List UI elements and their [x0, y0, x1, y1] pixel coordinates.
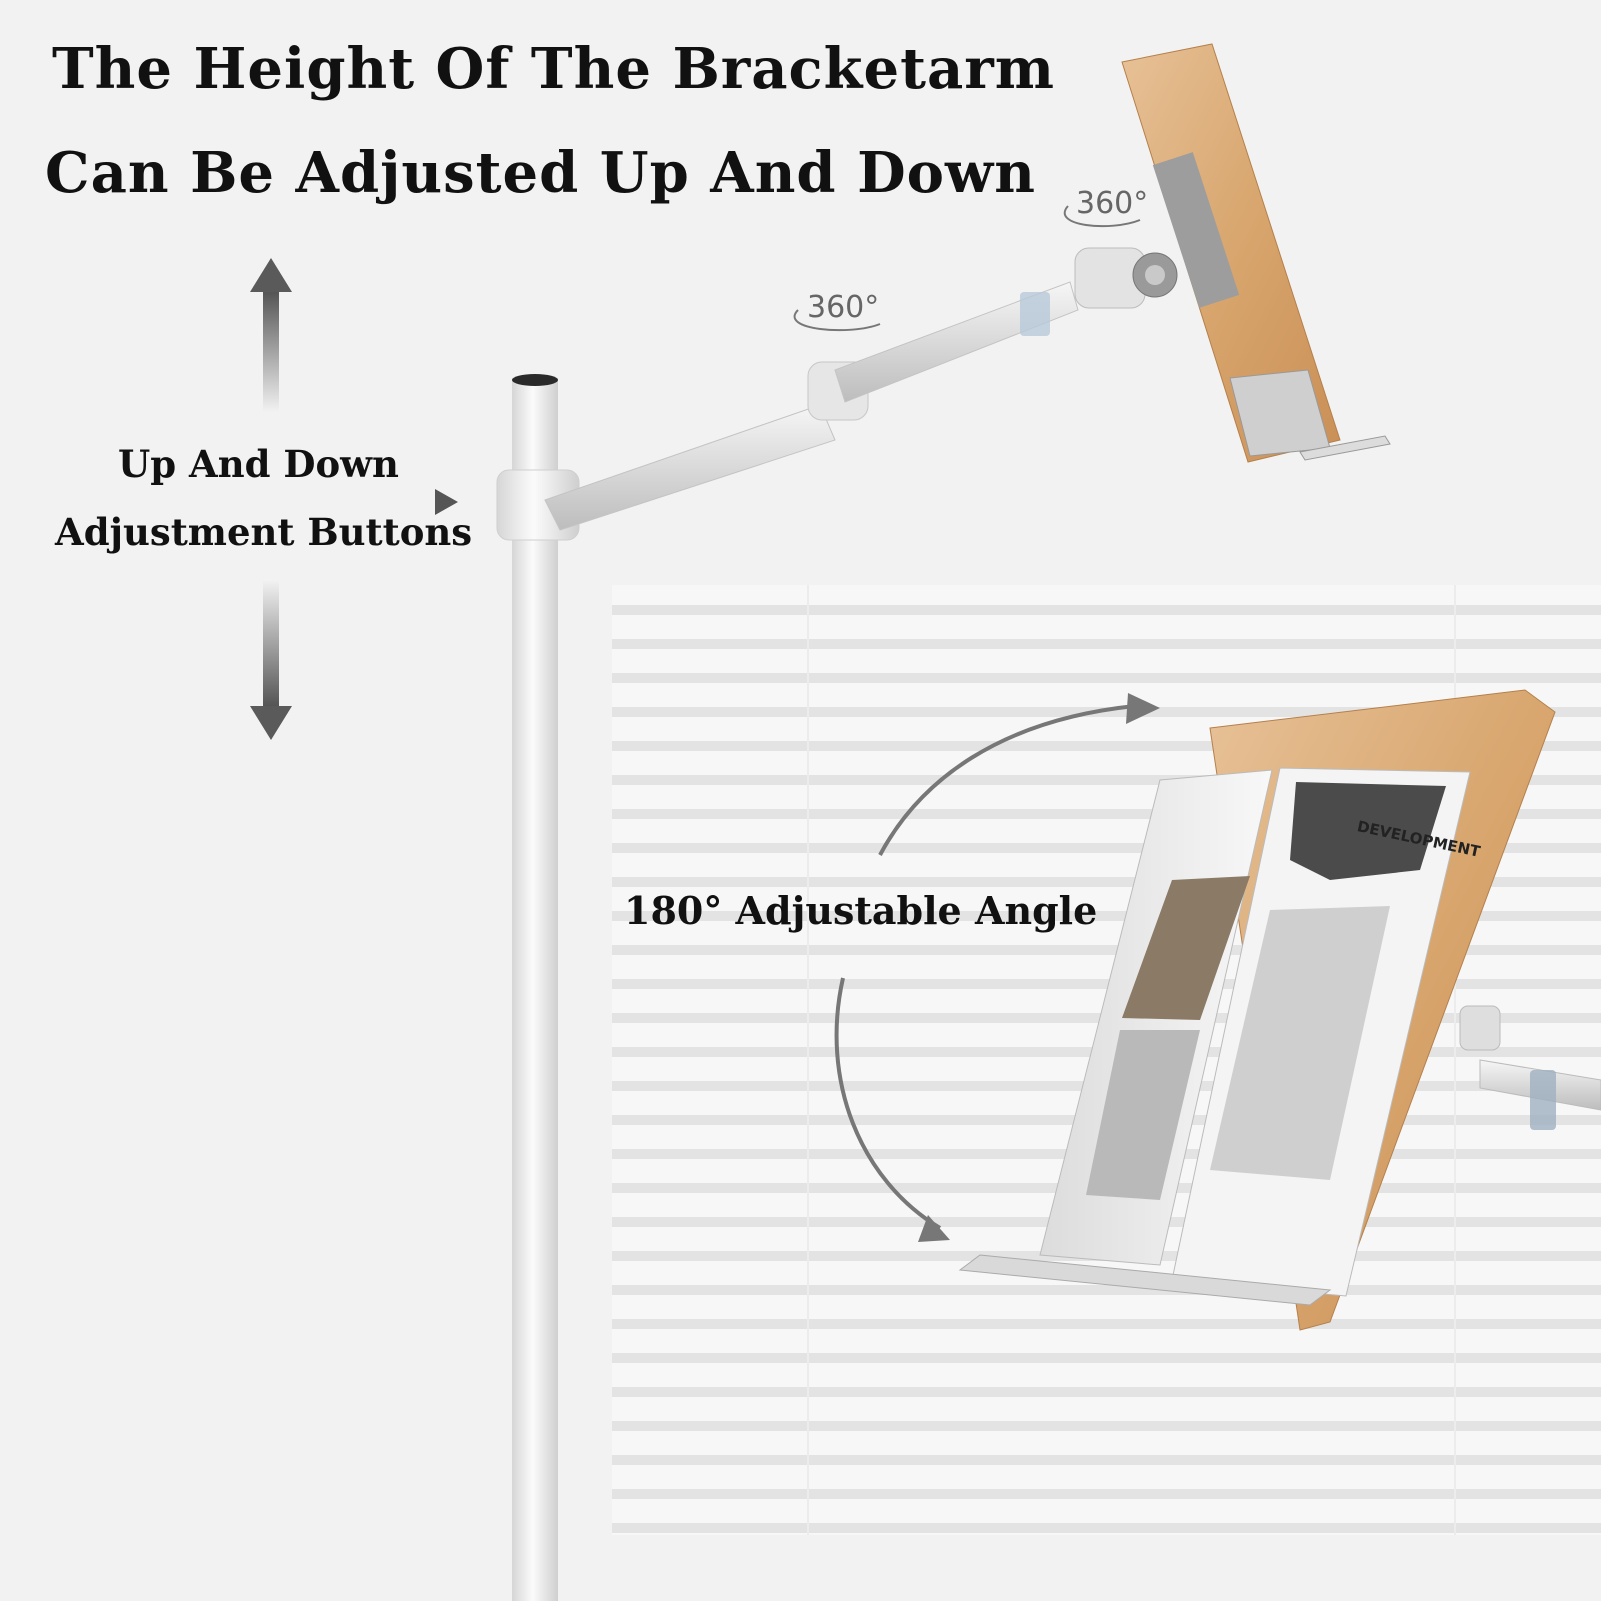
arrow-head-top-icon	[1126, 693, 1160, 724]
lower-book-board	[958, 689, 1601, 1331]
arrow-head-bottom-icon	[918, 1215, 950, 1242]
rotate-360-icon	[793, 205, 1141, 332]
rotation-label-head: 360°	[1076, 186, 1149, 221]
title-line-1: The Height Of The Bracketarm	[52, 36, 1055, 102]
up-down-arrow-icon	[250, 258, 292, 740]
stand-pole	[496, 374, 580, 1601]
angle-label: 180° Adjustable Angle	[624, 888, 1098, 933]
rotation-label-arm: 360°	[807, 290, 880, 325]
bracket-arm	[544, 247, 1178, 531]
curved-angle-arrow-icon	[834, 704, 1136, 1230]
title-line-2: Can Be Adjusted Up And Down	[45, 140, 1036, 206]
updown-label-line-1: Up And Down	[118, 442, 399, 486]
upper-book-board	[1121, 43, 1391, 463]
updown-label-line-2: Adjustment Buttons	[55, 510, 473, 554]
pointer-arrow-icon	[435, 489, 458, 515]
